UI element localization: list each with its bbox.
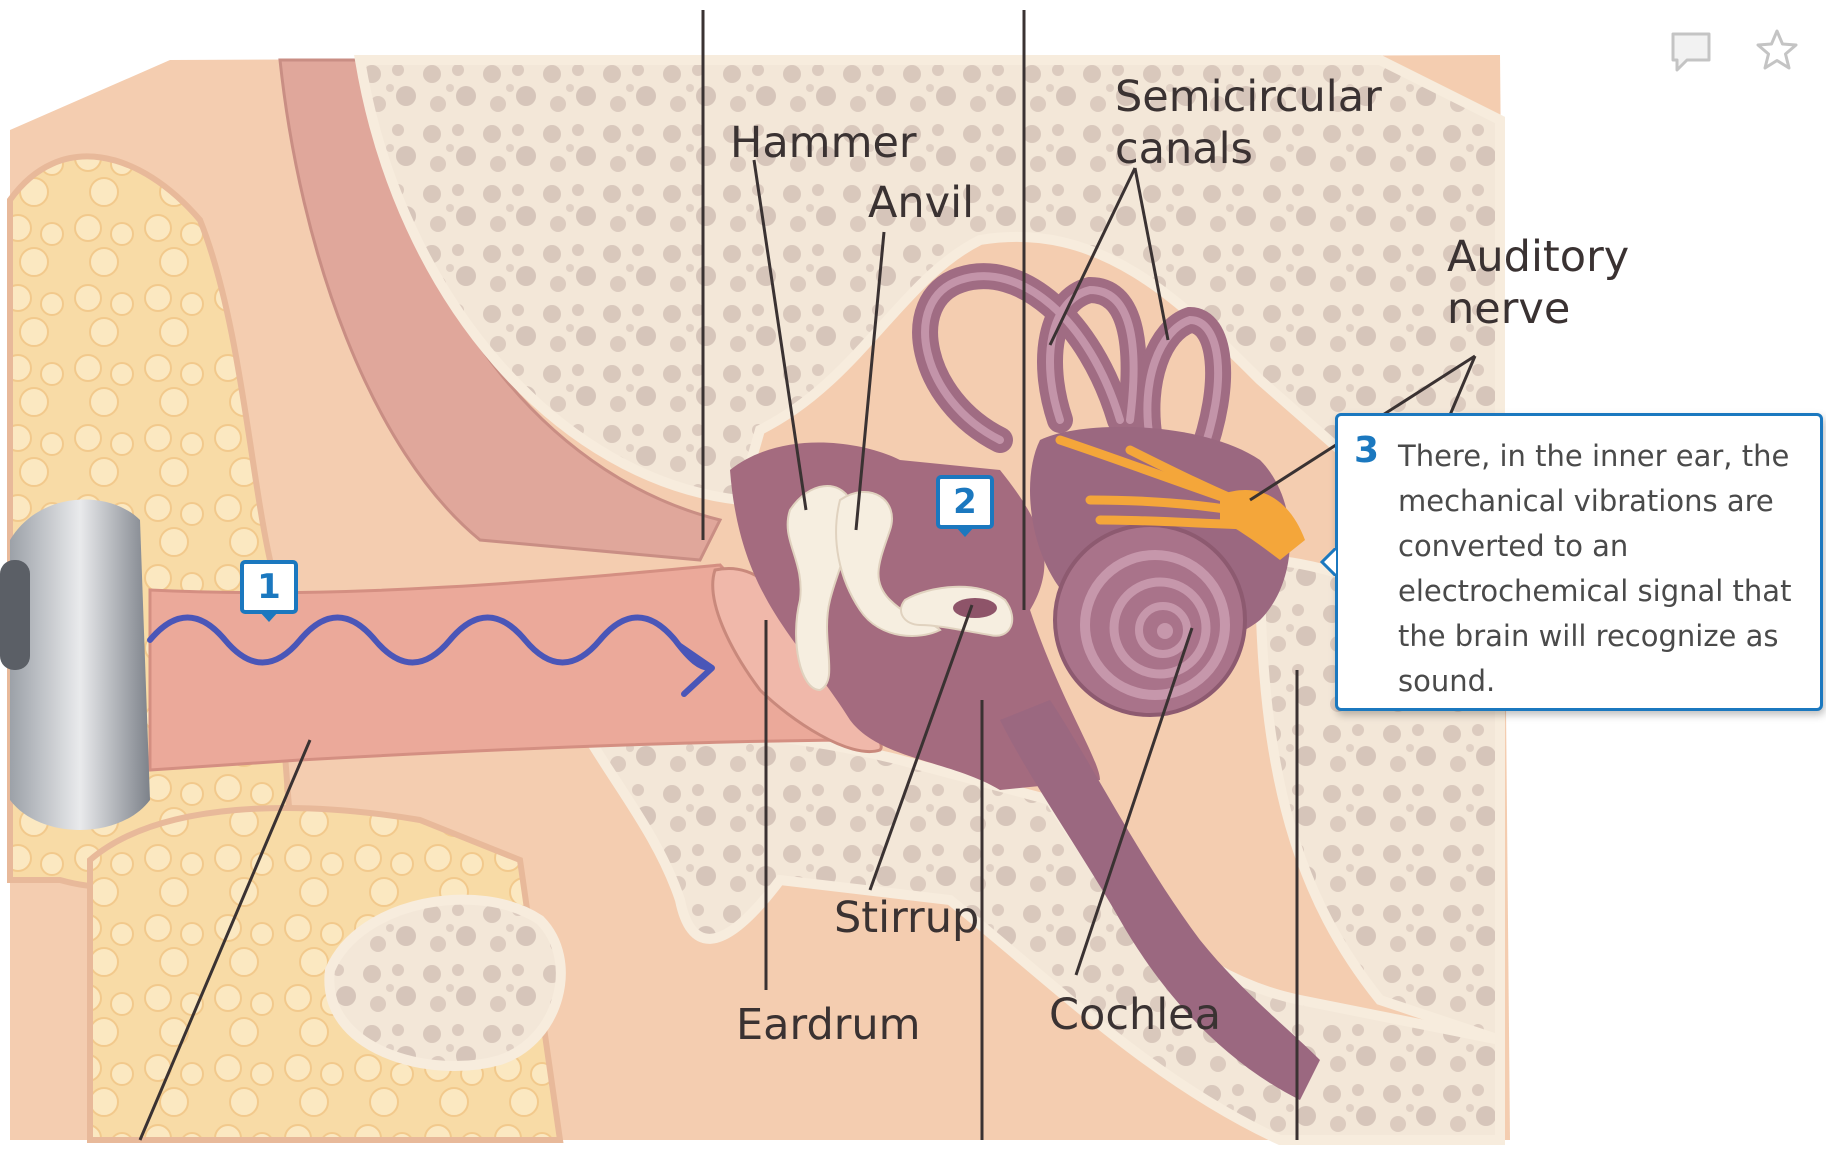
callout-pointer	[1320, 548, 1336, 576]
label-hammer: Hammer	[730, 118, 917, 168]
step-badge-2-pointer	[955, 526, 975, 538]
label-semicircular-canals-line1: Semicircular	[1115, 72, 1382, 122]
label-auditory-nerve-line2: nerve	[1447, 284, 1570, 334]
oval-window	[953, 598, 997, 618]
callout-step-number: 3	[1354, 430, 1379, 471]
comment-icon[interactable]	[1667, 28, 1715, 76]
earbud-icon	[0, 500, 150, 830]
callout-text: There, in the inner ear, the mechanical …	[1398, 434, 1808, 704]
step-badge-1-pointer	[259, 611, 279, 623]
label-auditory-nerve-line1: Auditory	[1447, 232, 1629, 282]
label-stirrup: Stirrup	[834, 893, 979, 943]
label-cochlea: Cochlea	[1049, 990, 1221, 1040]
cochlea-spiral	[1055, 525, 1245, 715]
star-icon[interactable]	[1753, 26, 1801, 74]
bone-nodule	[329, 900, 560, 1066]
step-badge-2[interactable]: 2	[936, 475, 994, 529]
label-eardrum: Eardrum	[736, 1000, 921, 1050]
step-3-callout: 3 There, in the inner ear, the mechanica…	[1335, 413, 1823, 711]
label-semicircular-canals-line2: canals	[1115, 124, 1253, 174]
label-anvil: Anvil	[868, 178, 974, 228]
step-badge-1[interactable]: 1	[240, 560, 298, 614]
